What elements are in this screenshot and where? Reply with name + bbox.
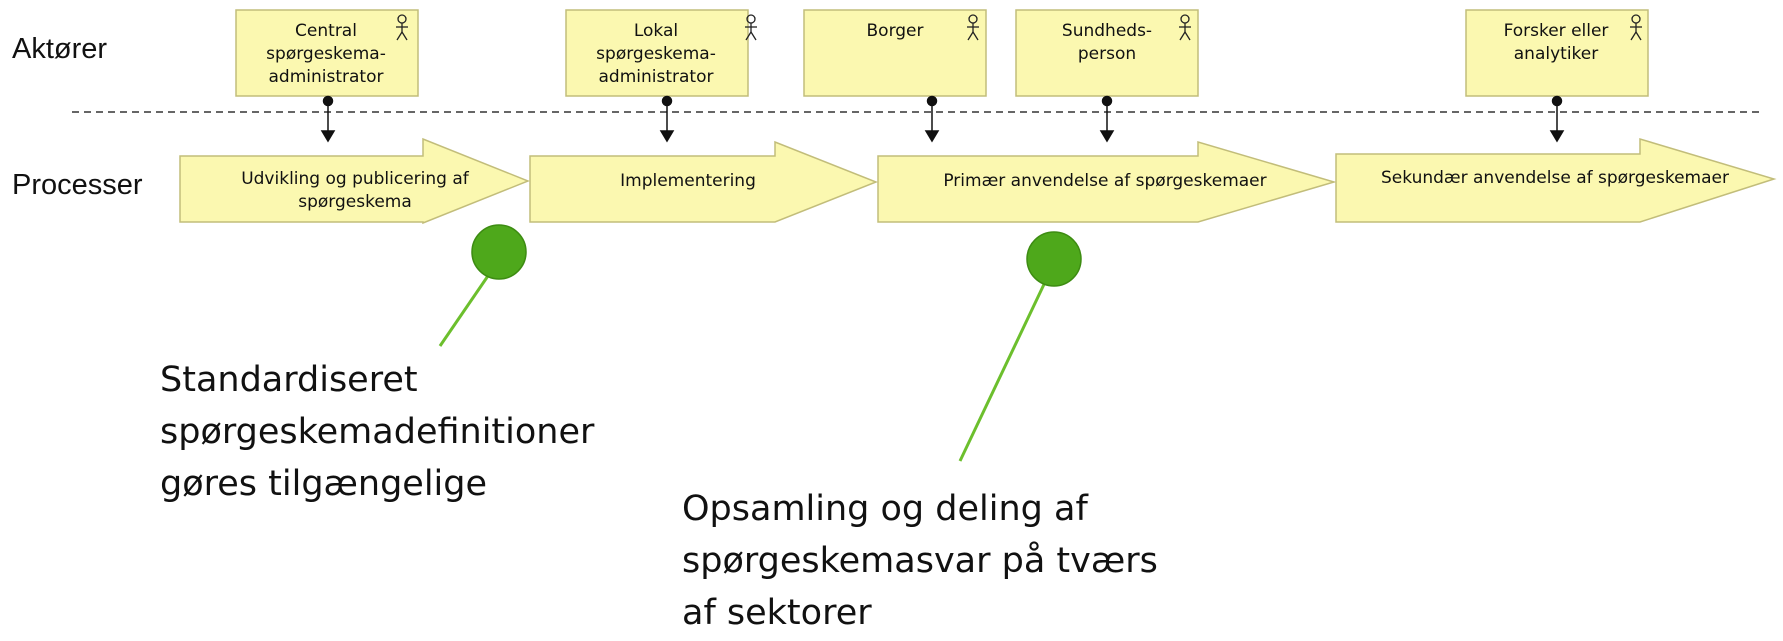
callout-pin-standardized xyxy=(438,224,527,347)
process-arrow xyxy=(529,140,879,223)
callout-standardized: Standardiseret spørgeskemadefinitioner g… xyxy=(160,360,595,504)
actor-icon xyxy=(745,14,757,41)
actor-label: Borger xyxy=(867,21,924,41)
actor-label: spørgeskema- xyxy=(596,44,716,64)
actor-label: analytiker xyxy=(1514,44,1598,64)
callout-dot xyxy=(471,224,527,280)
processes-lane-label: Processer xyxy=(12,169,143,201)
process-arrow xyxy=(877,140,1337,223)
actor-label: spørgeskema- xyxy=(266,44,386,64)
actor-icon xyxy=(967,14,979,41)
callout-line-text: spørgeskemadefinitioner xyxy=(160,412,595,452)
process-arrow xyxy=(179,137,531,225)
process-development: Udvikling og publicering af spørgeskema xyxy=(179,137,531,225)
process-arrow xyxy=(1335,137,1777,223)
actor-label: Forsker eller xyxy=(1504,21,1609,41)
actor-researcher: Forsker eller analytiker xyxy=(1465,9,1649,97)
connector-arrow xyxy=(1549,95,1565,143)
actor-label: Sundheds- xyxy=(1062,21,1152,41)
process-label: Udvikling og publicering af xyxy=(241,169,470,189)
process-secondary-use: Sekundær anvendelse af spørgeskemaer xyxy=(1335,137,1777,223)
actor-box xyxy=(565,9,749,97)
callout-pin-collection xyxy=(958,231,1082,462)
actors-lane-label: Aktører xyxy=(12,33,107,65)
actor-icon xyxy=(1630,14,1642,41)
process-primary-use: Primær anvendelse af spørgeskemaer xyxy=(877,140,1337,223)
callout-dot xyxy=(1026,231,1082,287)
callout-line xyxy=(438,269,494,347)
process-label: Implementering xyxy=(620,171,756,191)
actor-label: Central xyxy=(295,21,357,41)
actor-box xyxy=(1465,9,1649,97)
actor-label: administrator xyxy=(599,67,714,87)
actor-health-person: Sundheds- person xyxy=(1015,9,1199,97)
connector-arrow xyxy=(924,95,940,143)
connector-arrow xyxy=(320,95,336,143)
callout-line-text: Standardiseret xyxy=(160,360,418,400)
actor-central-admin: Central spørgeskema- administrator xyxy=(235,9,419,97)
process-label: Primær anvendelse af spørgeskemaer xyxy=(943,171,1266,191)
process-label: spørgeskema xyxy=(298,192,412,212)
connector-arrow xyxy=(659,95,675,143)
process-label: Sekundær anvendelse af spørgeskemaer xyxy=(1381,168,1729,188)
actor-icon xyxy=(396,14,408,41)
process-implementation: Implementering xyxy=(529,140,879,223)
actor-label: person xyxy=(1078,44,1136,64)
connector-arrow xyxy=(1099,95,1115,143)
actor-local-admin: Lokal spørgeskema- administrator xyxy=(565,9,757,97)
actor-box xyxy=(1015,9,1199,97)
callout-line xyxy=(958,277,1049,462)
actor-process-connectors xyxy=(320,95,1565,143)
actor-label: administrator xyxy=(269,67,384,87)
actor-box xyxy=(803,9,987,97)
callout-line-text: af sektorer xyxy=(682,593,872,633)
actor-label: Lokal xyxy=(634,21,678,41)
callout-line-text: spørgeskemasvar på tværs xyxy=(682,540,1158,581)
actor-citizen: Borger xyxy=(803,9,987,97)
callout-collection: Opsamling og deling af spørgeskemasvar p… xyxy=(682,489,1158,633)
callout-line-text: Opsamling og deling af xyxy=(682,489,1088,529)
actor-icon xyxy=(1179,14,1191,41)
callout-line-text: gøres tilgængelige xyxy=(160,464,487,504)
